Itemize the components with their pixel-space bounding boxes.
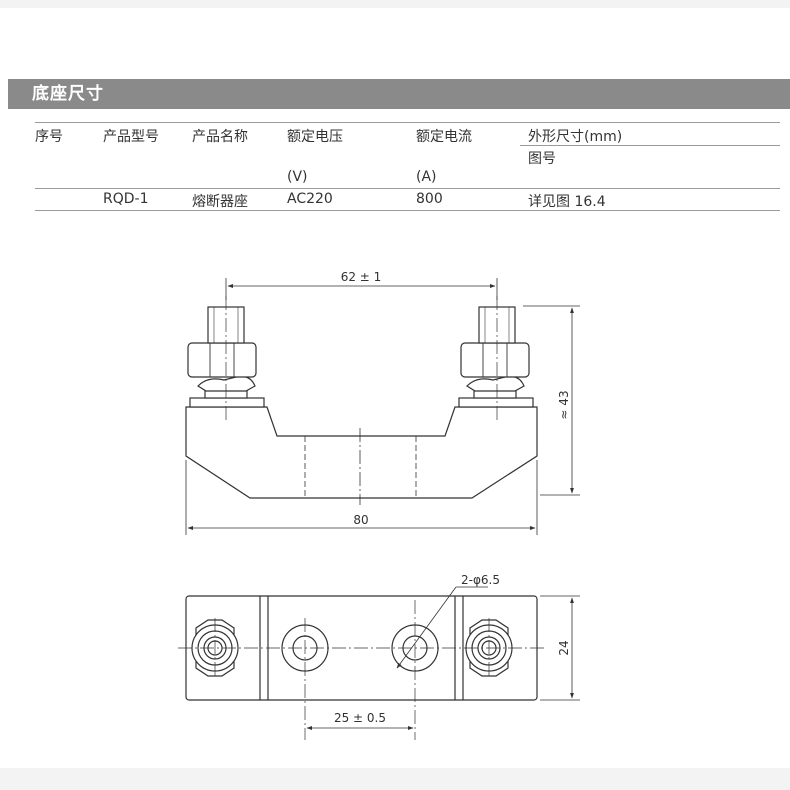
table-sub-rule (520, 145, 780, 146)
header-current: 额定电流 (416, 129, 472, 145)
table-top-rule (35, 122, 780, 123)
plan-centerlines (178, 600, 546, 740)
row-voltage: AC220 (287, 191, 333, 207)
table-bottom-rule (35, 210, 780, 211)
elevation-view (185, 296, 538, 505)
dim-height: ≈ 43 (557, 390, 571, 419)
right-terminal (458, 296, 534, 420)
header-current-unit: (A) (416, 169, 437, 185)
left-terminal (187, 296, 265, 420)
header-index: 序号 (35, 129, 63, 145)
header-name: 产品名称 (192, 129, 248, 145)
row-name: 熔断器座 (192, 194, 248, 210)
row-figure: 详见图 16.4 (528, 194, 606, 210)
dim-top-width: 62 ± 1 (341, 270, 382, 284)
header-voltage-unit: (V) (287, 169, 308, 185)
table-header-rule (35, 188, 780, 189)
header-model: 产品型号 (103, 129, 159, 145)
dim-plan-height: 24 (557, 640, 571, 655)
header-dimensions: 外形尺寸(mm) (528, 129, 623, 145)
row-current: 800 (416, 191, 443, 207)
dim-bottom-width: 80 (353, 513, 368, 527)
dim-hole-spec: 2-φ6.5 (461, 573, 500, 587)
header-figure-no: 图号 (528, 151, 556, 167)
dim-hole-spacing: 25 ± 0.5 (334, 711, 386, 725)
left-terminal-plan (191, 619, 239, 677)
section-title: 底座尺寸 (8, 79, 790, 109)
header-voltage: 额定电压 (287, 129, 343, 145)
elevation-dimensions (185, 278, 580, 535)
plan-dimensions (306, 586, 580, 730)
row-model: RQD-1 (103, 191, 149, 207)
